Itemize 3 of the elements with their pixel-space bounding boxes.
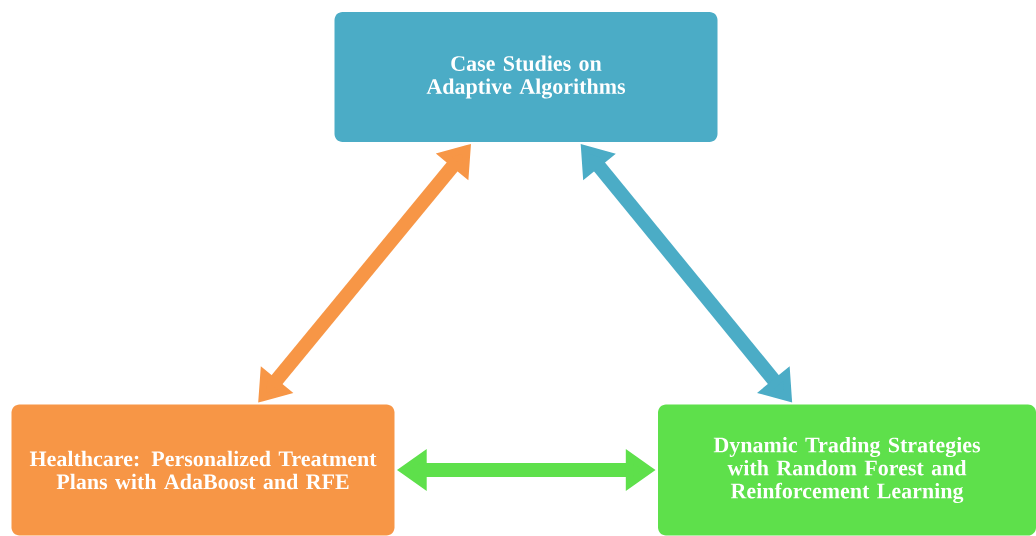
process-box: Case Studies on Adaptive Algorithms — [334, 12, 718, 142]
process-box: Dynamic Trading Strategies with Random Forest and Reinforcement Learning — [658, 404, 1036, 536]
process-box: Healthcare: Personalized Treatment Plans with AdaBoost and RFE — [11, 404, 395, 536]
